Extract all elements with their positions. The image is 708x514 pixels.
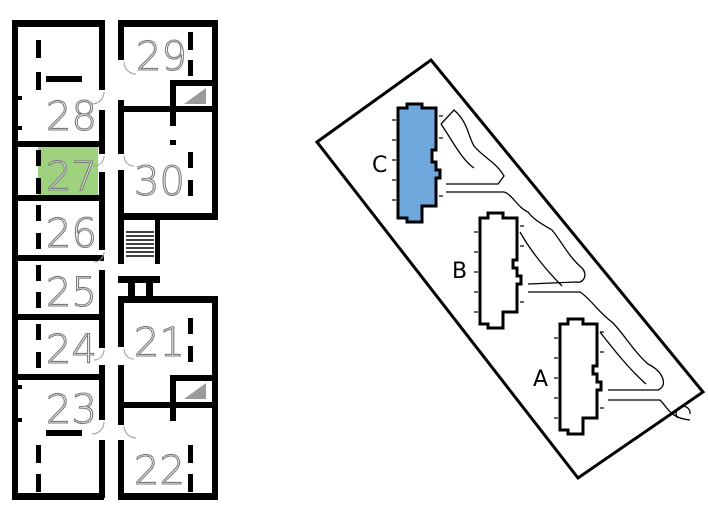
unit-24-label[interactable]: 24 (45, 326, 97, 373)
unit-22-label[interactable]: 22 (133, 447, 185, 494)
bath-wedge-upper (184, 88, 206, 104)
site-plan: C B A (314, 57, 706, 481)
door-swings (91, 61, 137, 439)
unit-30-label[interactable]: 30 (133, 158, 185, 205)
unit-labels: 29 28 27 30 26 25 21 24 23 22 (45, 33, 187, 494)
unit-23-label[interactable]: 23 (45, 386, 97, 433)
building-a[interactable] (558, 317, 603, 436)
unit-25-label[interactable]: 25 (45, 269, 97, 316)
right-block-walls (118, 20, 218, 500)
building-c[interactable] (396, 102, 442, 224)
unit-28-label[interactable]: 28 (45, 93, 97, 140)
unit-27-highlight (38, 147, 98, 195)
floor-plan: 29 28 27 30 26 25 21 24 23 22 (12, 20, 218, 500)
building-c-label[interactable]: C (372, 153, 387, 178)
bath-wedge-lower (184, 383, 206, 399)
unit-29-label[interactable]: 29 (135, 33, 187, 80)
building-b[interactable] (478, 211, 523, 330)
building-a-label[interactable]: A (533, 367, 548, 392)
pathways (440, 109, 691, 421)
unit-21-label[interactable]: 21 (133, 319, 185, 366)
unit-26-label[interactable]: 26 (45, 210, 97, 257)
building-b-label[interactable]: B (452, 259, 467, 284)
unit-27-label[interactable]: 27 (45, 153, 97, 200)
left-block-walls (12, 20, 105, 500)
balcony-ticks (392, 115, 604, 419)
stairs (126, 231, 154, 257)
